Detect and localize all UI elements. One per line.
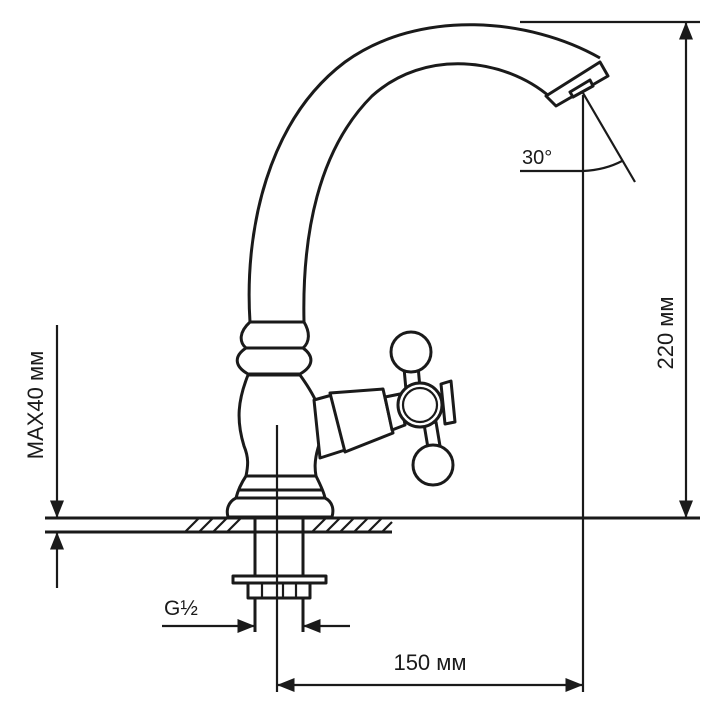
thread-label: G½ (164, 597, 198, 620)
faucet-body (225, 320, 335, 519)
cross-handle (312, 330, 457, 487)
countertop (45, 516, 700, 534)
max-thickness-label: MAX40 мм (23, 351, 48, 460)
reach-label: 150 мм (393, 650, 466, 675)
angle-label: 30° (522, 147, 552, 169)
counter-hatching (184, 517, 393, 533)
height-dimension (520, 20, 700, 518)
spout-angle-indicator (520, 92, 636, 692)
height-label: 220 мм (653, 296, 678, 369)
spout (247, 23, 610, 323)
supply-pipes (231, 518, 328, 632)
